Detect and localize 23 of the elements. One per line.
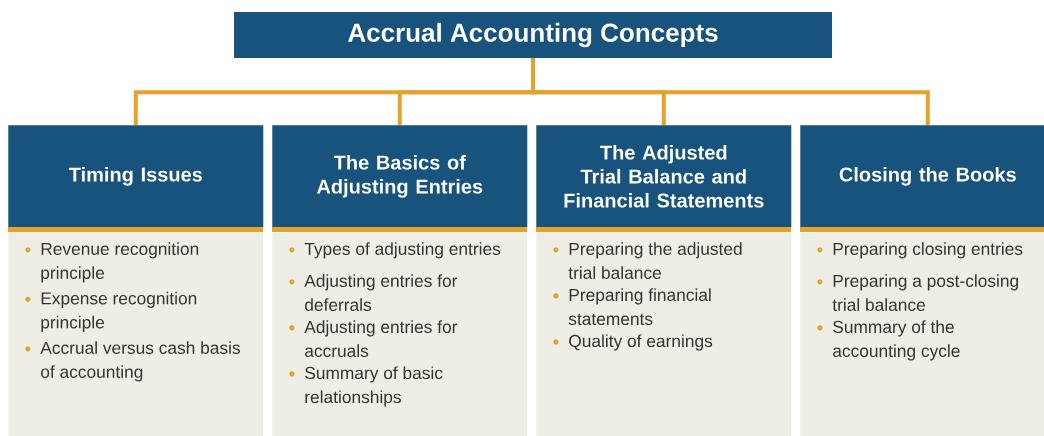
column-header: The Basics of Adjusting Entries xyxy=(272,125,528,228)
list-item: Accrual versus cash basis of accounting xyxy=(25,341,240,382)
title-box: Accrual Accounting Concepts xyxy=(234,12,832,58)
list-item: Preparing closing entries xyxy=(817,242,1023,259)
column-header: Timing Issues xyxy=(8,125,264,228)
list-item: Adjusting entries for accruals xyxy=(289,320,458,358)
list-item: Revenue recognition principle xyxy=(25,242,199,283)
list-item: Quality of earnings xyxy=(553,334,713,351)
list-item: Summary of the accounting cycle xyxy=(817,320,960,361)
list-item: Preparing financial statements xyxy=(553,288,711,326)
list-item: Expense recognition principle xyxy=(25,291,197,332)
column-header: The Adjusted Trial Balance and Financial Statements xyxy=(536,125,792,228)
list-item: Adjusting entries for deferrals xyxy=(289,274,458,311)
list-item: Summary of basic relationships xyxy=(289,366,443,407)
column-header: Closing the Books xyxy=(800,125,1044,228)
bullet-panel xyxy=(272,232,528,436)
list-item: Types of adjusting entries xyxy=(289,242,501,259)
bullet-panel xyxy=(536,232,792,436)
list-item: Preparing a post-closing trial balance xyxy=(817,274,1019,311)
bullet-panel xyxy=(800,232,1044,436)
connector-line xyxy=(531,58,930,125)
list-item: Preparing the adjusted trial balance xyxy=(553,242,742,279)
bullet-panel xyxy=(8,232,264,436)
